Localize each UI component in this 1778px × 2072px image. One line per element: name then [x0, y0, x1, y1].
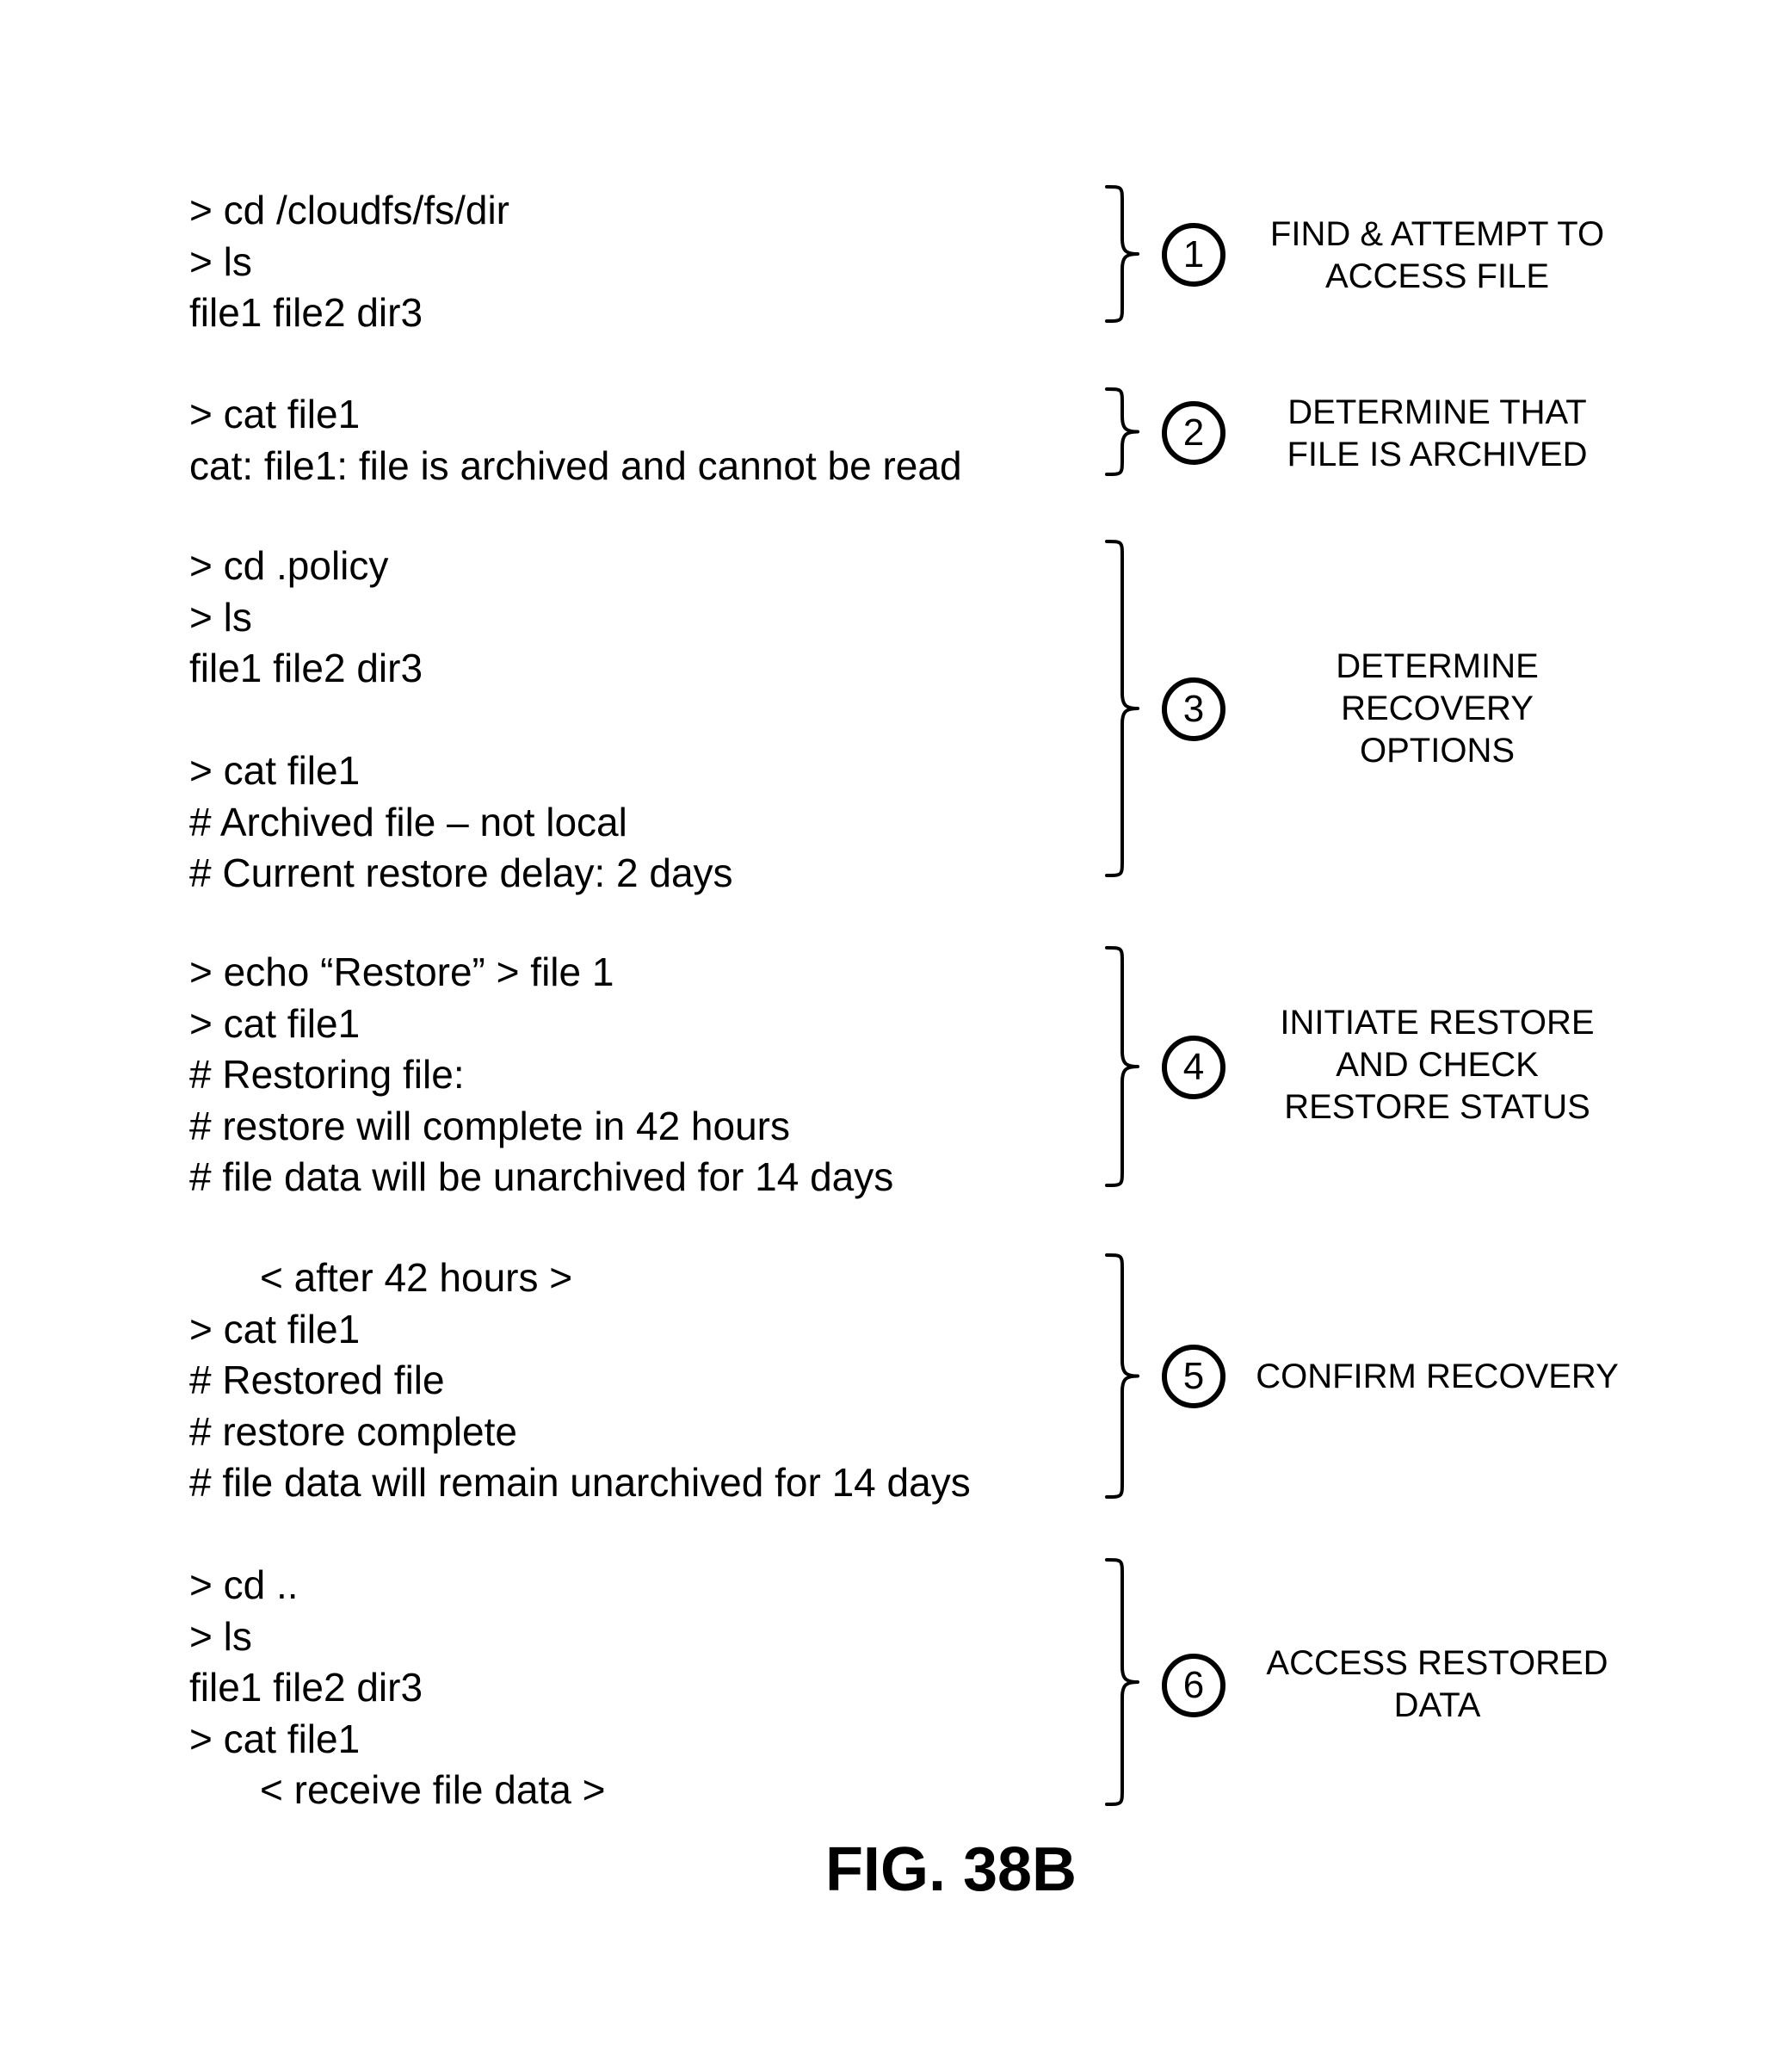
terminal-line: > cat file1 [189, 1304, 971, 1356]
terminal-line: > cat file1 [189, 1714, 605, 1766]
curly-brace-4 [1105, 945, 1148, 1188]
step-number-6: 6 [1162, 1654, 1225, 1717]
curly-brace-icon [1105, 1252, 1148, 1500]
terminal-block-3: > cd .policy > ls file1 file2 dir3 > cat… [189, 541, 733, 900]
step-number-5: 5 [1162, 1345, 1225, 1408]
terminal-line: > ls [189, 1611, 605, 1663]
curly-brace-5 [1105, 1252, 1148, 1500]
curly-brace-1 [1105, 184, 1148, 324]
curly-brace-icon [1105, 184, 1148, 324]
step-label-3: DETERMINE RECOVERY OPTIONS [1239, 646, 1635, 772]
step-number-1: 1 [1162, 223, 1225, 287]
step-label-6: ACCESS RESTORED DATA [1239, 1642, 1635, 1727]
terminal-line: > cd .policy [189, 541, 733, 592]
curly-brace-2 [1105, 387, 1148, 477]
terminal-line: < receive file data > [189, 1765, 605, 1816]
terminal-line: file1 file2 dir3 [189, 288, 509, 339]
terminal-line: # Archived file – not local [189, 797, 733, 849]
terminal-line: > cd .. [189, 1560, 605, 1611]
figure-caption: FIG. 38B [0, 1835, 1778, 1904]
step-number-3: 3 [1162, 677, 1225, 741]
terminal-block-6: > cd .. > ls file1 file2 dir3 > cat file… [189, 1560, 605, 1816]
terminal-line: # file data will be unarchived for 14 da… [189, 1152, 893, 1203]
terminal-line: > cd /cloudfs/fs/dir [189, 185, 509, 237]
step-number-4: 4 [1162, 1036, 1225, 1099]
terminal-line: # Restored file [189, 1355, 971, 1407]
terminal-block-5: < after 42 hours > > cat file1 # Restore… [189, 1252, 971, 1509]
terminal-line: > cat file1 [189, 999, 893, 1050]
curly-brace-3 [1105, 539, 1148, 878]
curly-brace-icon [1105, 387, 1148, 477]
terminal-line: > ls [189, 592, 733, 644]
terminal-line: # restore will complete in 42 hours [189, 1101, 893, 1153]
terminal-line: file1 file2 dir3 [189, 1662, 605, 1714]
step-label-2: DETERMINE THAT FILE IS ARCHIVED [1239, 392, 1635, 476]
terminal-line: cat: file1: file is archived and cannot … [189, 441, 962, 492]
terminal-line: > cat file1 [189, 389, 962, 441]
terminal-line: # restore complete [189, 1407, 971, 1458]
terminal-line: > echo “Restore” > file 1 [189, 947, 893, 999]
step-number-2: 2 [1162, 401, 1225, 465]
curly-brace-icon [1105, 1557, 1148, 1807]
terminal-block-4: > echo “Restore” > file 1 > cat file1 # … [189, 947, 893, 1203]
terminal-line: # Restoring file: [189, 1049, 893, 1101]
terminal-line: # Current restore delay: 2 days [189, 848, 733, 900]
step-label-4: INITIATE RESTORE AND CHECK RESTORE STATU… [1239, 1002, 1635, 1129]
terminal-block-1: > cd /cloudfs/fs/dir > ls file1 file2 di… [189, 185, 509, 339]
curly-brace-icon [1105, 539, 1148, 878]
curly-brace-6 [1105, 1557, 1148, 1807]
terminal-block-2: > cat file1 cat: file1: file is archived… [189, 389, 962, 492]
step-label-1: FIND & ATTEMPT TO ACCESS FILE [1239, 213, 1635, 298]
curly-brace-icon [1105, 945, 1148, 1188]
terminal-line: > cat file1 [189, 745, 733, 797]
terminal-line: file1 file2 dir3 [189, 643, 733, 695]
step-label-5: CONFIRM RECOVERY [1239, 1356, 1635, 1398]
terminal-line [189, 695, 733, 746]
terminal-line: > ls [189, 237, 509, 288]
terminal-line: < after 42 hours > [189, 1252, 971, 1304]
terminal-line: # file data will remain unarchived for 1… [189, 1457, 971, 1509]
